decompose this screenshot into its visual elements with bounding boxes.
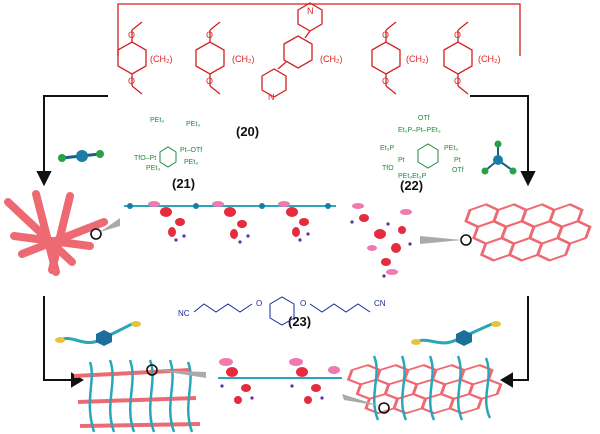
arrow-top-right: [470, 95, 529, 176]
spacer-3: (CH₂): [320, 54, 343, 64]
arrow-bottom-right: [510, 296, 529, 381]
compound-21: PEt₃ PEt₃ TfO–Pt Pt–OTf PEt₃ PEt₃: [134, 117, 202, 172]
c22-line-2: Et₃P–Pt–PEt₃: [398, 127, 441, 134]
zoom-pointer-right: [420, 236, 462, 244]
c22-line-6: Pt: [454, 157, 461, 164]
c22-line-7: TfO: [382, 165, 394, 172]
benzene-ring-2: [195, 21, 225, 95]
ethoxy-o-6: O: [382, 76, 389, 86]
label-23: (23): [288, 314, 311, 329]
c21-line-1: PEt₃: [150, 117, 164, 124]
c21-line-2: PEt₃: [186, 121, 200, 128]
zoom-circle-left: [90, 228, 102, 240]
spacer-2: (CH₂): [232, 54, 255, 64]
bottom-clusters: [218, 358, 342, 404]
c22-line-5: PEt₃: [444, 145, 458, 152]
label-20: (20): [236, 124, 259, 139]
c21-line-5: PEt₃: [146, 165, 160, 172]
honeycomb-with-strands: [346, 355, 503, 421]
c22-line-3: Et₃P: [380, 145, 394, 152]
branched-cluster: [350, 203, 412, 278]
linear-linker-icon: [58, 150, 104, 162]
arrow-bottom-left: [43, 296, 74, 381]
ethoxy-o-2: O: [128, 76, 135, 86]
zoom-circle-bottom-right: [378, 402, 390, 414]
ethoxy-o-5: O: [382, 30, 389, 40]
ethoxy-o-4: O: [206, 76, 213, 86]
spacer-4: (CH₂): [406, 54, 429, 64]
ethoxy-o-1: O: [128, 30, 135, 40]
compound-22: OTf Et₃P–Pt–PEt₃ Et₃P Pt PEt₃ Pt TfO PEt…: [380, 115, 464, 180]
zoom-circle-right: [460, 234, 472, 246]
spacer-1: (CH₂): [150, 54, 173, 64]
spacer-5: (CH₂): [478, 54, 501, 64]
c22-line-8: PEt₃Et₃P: [398, 173, 427, 180]
zoom-pointer-bottom-left: [156, 370, 206, 378]
arrow-top-right-head: [520, 171, 536, 187]
c22-line-4: Pt: [398, 157, 405, 164]
tripodal-linker-icon: [481, 140, 517, 175]
arrows: [36, 95, 536, 388]
c23-nitrile-right: CN: [374, 299, 386, 308]
arrow-top-left: [43, 95, 108, 176]
benzene-ring-1: [117, 21, 147, 95]
pyridine-n-top: N: [307, 6, 314, 16]
label-21: (21): [172, 176, 195, 191]
linear-polymer-chain: [124, 201, 336, 244]
guest-right-icon: [411, 321, 501, 346]
zoom-pointer-bottom-right: [342, 394, 380, 406]
ethoxy-o-3: O: [206, 30, 213, 40]
macrocycle-text: O O O O O O O O N N (CH₂) (CH₂) (CH₂) (C…: [128, 6, 501, 102]
c22-line-1: OTf: [418, 115, 430, 122]
ethoxy-o-7: O: [454, 30, 461, 40]
label-22: (22): [400, 178, 423, 193]
c21-line-3: TfO–Pt: [134, 155, 156, 162]
macrocycle-20: [117, 2, 521, 98]
c22-line-9: OTf: [452, 167, 464, 174]
grid-network: [73, 359, 201, 433]
zoom-pointer-left: [100, 218, 120, 232]
benzene-ring-3: [371, 21, 401, 95]
c23-oxygen-right: O: [300, 299, 306, 308]
compound-23: NC O O CN: [178, 296, 386, 326]
guest-left-icon: [55, 321, 141, 346]
c21-line-6: PEt₃: [184, 159, 198, 166]
rod-network: [4, 190, 108, 276]
c23-nitrile-left: NC: [178, 309, 190, 318]
honeycomb-sheet: [464, 203, 592, 262]
bipyridyl-core: [261, 2, 323, 98]
zoom-circle-bottom-left: [146, 364, 158, 376]
ethoxy-o-8: O: [454, 76, 461, 86]
arrow-top-left-head: [36, 171, 52, 187]
benzene-ring-4: [443, 21, 473, 95]
pyridine-n-bottom: N: [268, 92, 275, 102]
c23-oxygen-left: O: [256, 299, 262, 308]
c21-line-4: Pt–OTf: [180, 147, 202, 154]
arrow-bottom-right-head: [500, 372, 513, 388]
macrocycle-bridge: [117, 3, 521, 56]
